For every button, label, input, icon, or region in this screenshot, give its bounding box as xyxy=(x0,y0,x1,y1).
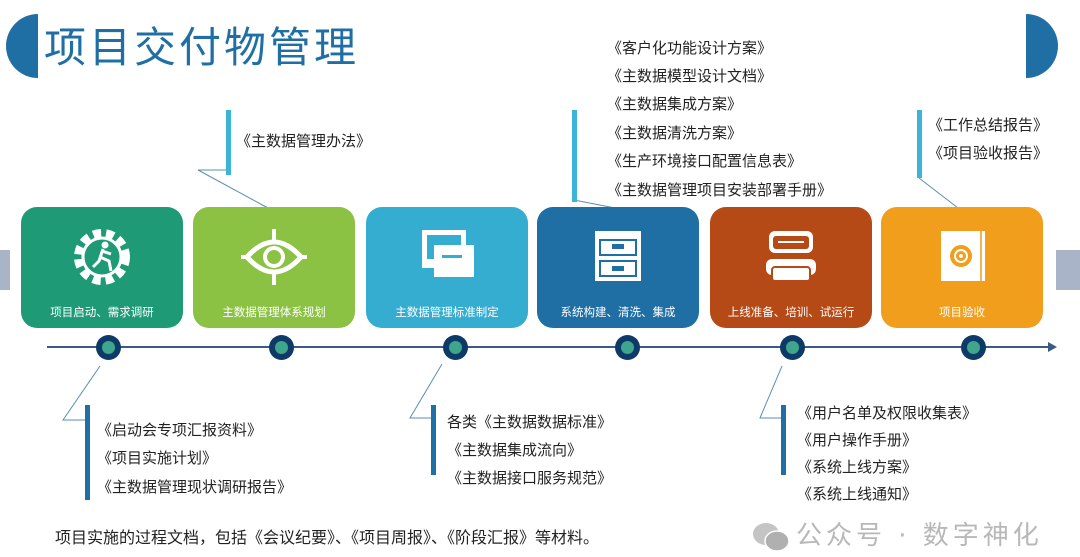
deliverable-doc: 《主数据管理现状调研报告》 xyxy=(97,478,293,496)
deliverable-doc: 《项目验收报告》 xyxy=(928,144,1049,162)
timeline-arrow-icon xyxy=(1048,342,1057,352)
doc-group-bar xyxy=(781,405,786,475)
gear-runner-icon xyxy=(74,229,130,285)
deliverable-doc: 《系统上线通知》 xyxy=(797,485,918,503)
stage-label: 系统构建、清洗、集成 xyxy=(560,305,676,319)
footnote: 项目实施的过程文档，包括《会议纪要》、《项目周报》、《阶段汇报》等材料。 xyxy=(55,528,600,547)
stage-card-standards: 主数据管理标准制定 xyxy=(366,207,528,328)
deliverable-doc: 《主数据管理办法》 xyxy=(236,132,372,150)
deliverable-doc: 《主数据集成流向》 xyxy=(447,441,583,459)
cabinet-icon xyxy=(595,231,641,281)
side-tab-right xyxy=(1056,250,1080,290)
stage-card-build: 系统构建、清洗、集成 xyxy=(537,207,699,328)
page-title: 项目交付物管理 xyxy=(44,23,360,72)
stage-label: 主数据管理标准制定 xyxy=(395,305,499,319)
stage-label: 项目验收 xyxy=(939,305,985,319)
stage-label: 主数据管理体系规划 xyxy=(222,305,326,319)
watermark: 公众号 · 数字神化 xyxy=(796,521,1043,551)
email-book-icon xyxy=(941,231,985,281)
connector-line xyxy=(759,365,783,419)
deliverable-doc: 《项目实施计划》 xyxy=(97,449,218,467)
timeline-node xyxy=(615,335,640,360)
eye-target-icon xyxy=(241,229,307,285)
deliverable-doc: 《用户操作手册》 xyxy=(797,431,918,449)
deliverable-doc: 《主数据模型设计文档》 xyxy=(607,67,773,85)
wechat-icon xyxy=(752,522,790,552)
timeline-node xyxy=(780,335,805,360)
stage-label: 项目启动、需求调研 xyxy=(50,305,154,319)
stage-card-acceptance: 项目验收 xyxy=(881,207,1043,328)
deliverable-doc: 《主数据接口服务规范》 xyxy=(447,469,613,487)
timeline-node xyxy=(96,335,121,360)
deliverable-doc: 《客户化功能设计方案》 xyxy=(607,39,773,57)
timeline-axis xyxy=(47,346,1050,348)
deliverable-doc: 《生产环境接口配置信息表》 xyxy=(607,152,803,170)
timeline-node xyxy=(443,335,468,360)
connector-line xyxy=(197,169,269,209)
deliverable-doc: 《主数据管理项目安装部署手册》 xyxy=(607,181,833,199)
doc-group-bar xyxy=(572,110,577,202)
folders-icon xyxy=(422,230,474,277)
connector-line xyxy=(918,177,959,209)
connector-line xyxy=(62,365,101,421)
printer-icon xyxy=(766,231,816,282)
deliverable-doc: 《主数据集成方案》 xyxy=(607,95,743,113)
deliverable-doc: 《启动会专项汇报资料》 xyxy=(97,421,263,439)
doc-group-bar xyxy=(85,405,90,500)
deliverable-doc: 《用户名单及权限收集表》 xyxy=(797,404,978,422)
stage-label: 上线准备、培训、试运行 xyxy=(727,305,855,319)
timeline-node xyxy=(269,335,294,360)
doc-group-bar xyxy=(226,110,231,175)
deliverable-doc: 《系统上线方案》 xyxy=(797,458,918,476)
connector-line xyxy=(409,363,443,419)
stage-card-golive: 上线准备、培训、试运行 xyxy=(710,207,872,328)
timeline-node xyxy=(961,335,986,360)
doc-group-bar xyxy=(917,110,922,178)
side-tab-left xyxy=(0,250,10,290)
connector-line xyxy=(573,199,616,209)
deliverable-doc: 各类《主数据数据标准》 xyxy=(447,413,613,431)
deliverable-doc: 《工作总结报告》 xyxy=(928,116,1049,134)
stage-card-kickoff: 项目启动、需求调研 xyxy=(21,207,183,328)
stage-card-planning: 主数据管理体系规划 xyxy=(193,207,355,328)
deliverable-doc: 《主数据清洗方案》 xyxy=(607,124,743,142)
doc-group-bar xyxy=(431,405,436,475)
